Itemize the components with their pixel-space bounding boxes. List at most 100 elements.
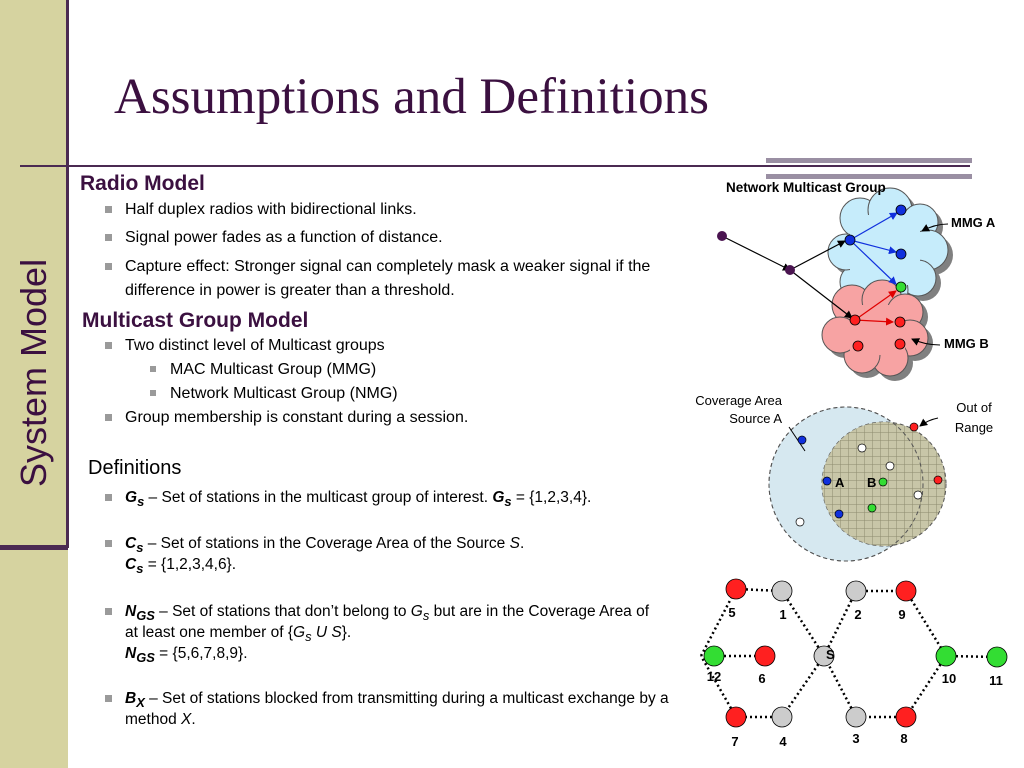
topo-label-10: 10 (941, 671, 957, 686)
cov-station-5 (913, 490, 923, 500)
definition-bx: BX – Set of stations blocked from transm… (105, 690, 695, 729)
coverage-node-b-label: B (867, 475, 877, 490)
mmg-b-station-3 (852, 340, 864, 352)
radio-bullet-1: Half duplex radios with bidirectional li… (105, 198, 685, 222)
ngs-text-1: – Set of stations that don’t belong to (154, 603, 411, 620)
cov-station-a (822, 476, 832, 486)
topo-node-6 (754, 645, 776, 667)
ngs-symbol: N (125, 603, 137, 620)
cs-end: . (519, 535, 525, 552)
rule-decoration-bottom (766, 174, 972, 179)
mmg-a-station-1 (844, 234, 856, 246)
node-source (717, 231, 727, 241)
topo-node-1 (771, 580, 793, 602)
pointer-out-of-range (919, 417, 939, 427)
ngs-g-sub: s (422, 608, 430, 624)
bx-end: . (191, 711, 196, 729)
mmg-a-label: MMG A (951, 215, 996, 230)
cs-eq-symbol: C (125, 556, 137, 574)
pointer-coverage (788, 426, 806, 452)
link-relay-to-mmg-b (789, 269, 853, 319)
topo-node-8 (895, 706, 917, 728)
multicast-sub-bullet-2: Network Multicast Group (NMG) (150, 382, 570, 406)
mmg-b-station-2 (894, 316, 906, 328)
mmg-a-station-2 (895, 204, 907, 216)
cs-source: S (509, 535, 520, 552)
topo-label-4: 4 (779, 734, 787, 749)
link-b-1 (854, 317, 894, 326)
ngs-eq-symbol: N (125, 645, 137, 663)
cov-station-2 (857, 443, 867, 453)
topo-label-9: 9 (898, 607, 906, 622)
pointer-mmg-a (921, 223, 949, 232)
gs-eq-subscript: s (504, 494, 512, 510)
cov-station-1 (797, 435, 807, 445)
mmg-b-station-1 (849, 314, 861, 326)
radio-model-heading: Radio Model (80, 172, 205, 195)
definition-ngs: NGS – Set of stations that don’t belong … (105, 603, 655, 666)
bx-subscript: X (136, 695, 145, 711)
ngs-subscript: GS (136, 608, 155, 624)
link-a-2 (849, 239, 897, 255)
pointer-mmg-b (911, 338, 941, 346)
topo-source-label: S (826, 647, 835, 662)
link-a-3 (849, 239, 897, 285)
out-of-range-line-2: Range (954, 420, 994, 435)
topo-node-11 (986, 646, 1008, 668)
cov-station-6 (867, 503, 877, 513)
mmg-b-label: MMG B (944, 336, 989, 351)
node-relay (785, 265, 795, 275)
topo-node-2 (845, 580, 867, 602)
cs-symbol: C (125, 535, 137, 552)
ngs-g2-sub: s (305, 629, 312, 645)
bx-method: X (181, 711, 192, 729)
ngs-s: S (331, 624, 342, 642)
gs-symbol: G (125, 489, 138, 506)
ngs-union: U (311, 624, 332, 642)
topo-label-2: 2 (854, 607, 862, 622)
ngs-close: }. (341, 624, 352, 642)
topo-node-7 (725, 706, 747, 728)
coverage-node-a-label: A (835, 475, 845, 490)
sidebar (0, 0, 68, 768)
topo-node-9 (895, 580, 917, 602)
multicast-sub-bullet-1: MAC Multicast Group (MMG) (150, 358, 570, 382)
gs-text: – Set of stations in the multicast group… (144, 489, 493, 506)
coverage-label-line-2: Source A (729, 411, 782, 426)
gs-subscript: s (137, 494, 145, 510)
ngs-g2: G (293, 624, 306, 642)
gs-eq-symbol: G (492, 489, 505, 506)
link-a-1 (849, 212, 898, 241)
link-b-2 (854, 290, 897, 321)
radio-bullet-2: Signal power fades as a function of dist… (105, 226, 685, 250)
cov-station-3 (885, 461, 895, 471)
ngs-text-2: but are in the Coverage Area of at least… (125, 603, 650, 642)
ngs-eq-subscript: GS (136, 650, 155, 666)
sidebar-divider (66, 0, 69, 548)
cs-subscript: s (136, 540, 144, 556)
cs-eq-text: = {1,2,3,4,6}. (143, 556, 237, 574)
cs-eq-subscript: s (136, 561, 144, 577)
multicast-bullet-1: Two distinct level of Multicast groups (105, 334, 645, 358)
title-rule (20, 165, 970, 167)
ngs-eq-text: = {5,6,7,8,9}. (154, 645, 248, 663)
topo-label-11: 11 (989, 673, 1003, 688)
radio-bullet-3: Capture effect: Stronger signal can comp… (105, 255, 690, 303)
topo-label-5: 5 (728, 605, 736, 620)
cov-station-out (909, 422, 919, 432)
cov-station-b (878, 477, 888, 487)
coverage-label-line-1: Coverage Area (695, 393, 782, 408)
topo-node-3 (845, 706, 867, 728)
topo-node-12 (703, 645, 725, 667)
cov-station-7 (834, 509, 844, 519)
topo-label-7: 7 (731, 734, 739, 749)
topo-label-3: 3 (852, 731, 860, 746)
link-relay-to-mmg-a (789, 240, 846, 271)
definition-cs: Cs – Set of stations in the Coverage Are… (105, 535, 685, 577)
cov-station-4 (933, 475, 943, 485)
ngs-g: G (410, 603, 423, 620)
cov-station-8 (795, 517, 805, 527)
mmg-a-station-4 (895, 281, 907, 293)
bx-text: – Set of stations blocked from transmitt… (125, 690, 669, 729)
